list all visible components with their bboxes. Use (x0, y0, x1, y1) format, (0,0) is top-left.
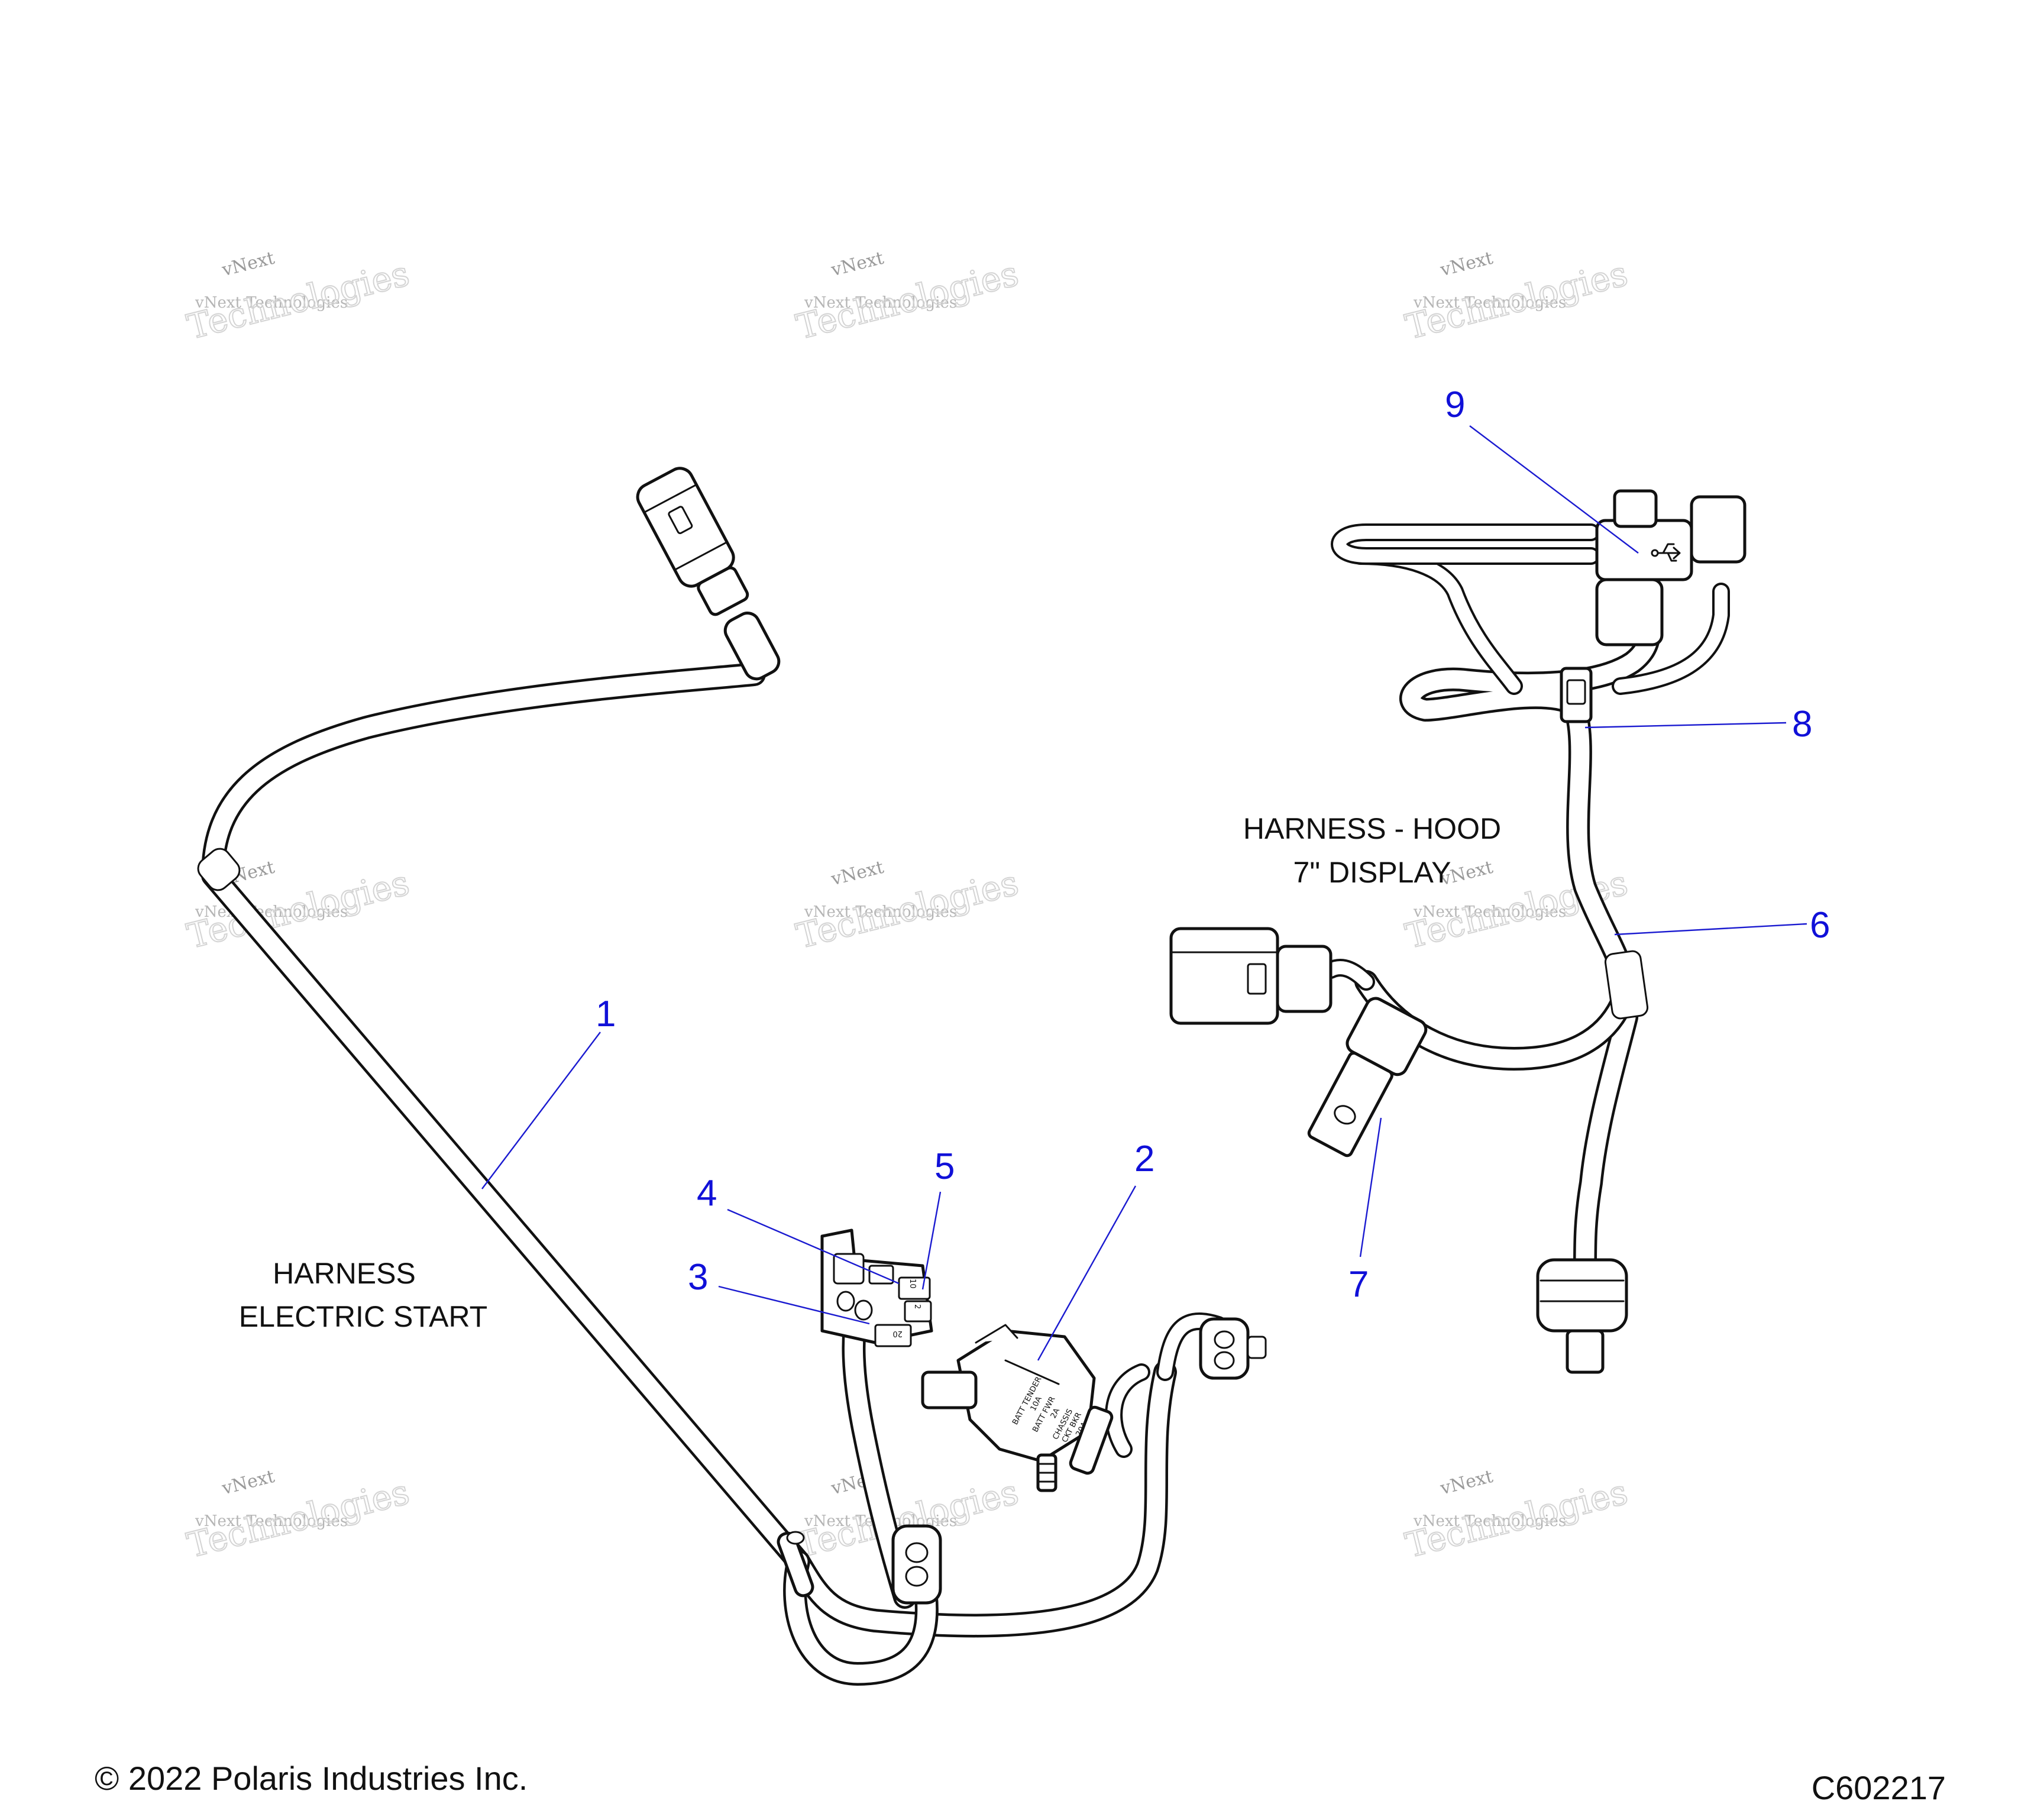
watermark-text: Technologies (1402, 1472, 1632, 1566)
group-label-line: HARNESS - HOOD (1243, 812, 1501, 845)
breaker-label: 2A (1049, 1407, 1062, 1420)
watermark-text: Technologies (793, 253, 1023, 347)
fuse-2: 2 (904, 1300, 932, 1323)
leader-line-8 (1584, 722, 1787, 729)
leader-line-9 (1469, 425, 1639, 554)
connector-7 (1307, 997, 1428, 1158)
watermark-text: vNext Technologies (1413, 1512, 1566, 1530)
usb-module (1595, 489, 1747, 646)
fuse-holder: 10 2 20 (820, 1228, 933, 1347)
leader-line-3 (718, 1285, 870, 1325)
lower-connector (891, 1524, 942, 1605)
fuse-10: 10 (898, 1276, 931, 1300)
watermark-text: Technologies (1402, 253, 1632, 347)
watermark-text: vNext (1438, 1466, 1495, 1499)
watermark-text: vNext (219, 248, 277, 281)
callout-3[interactable]: 3 (688, 1257, 708, 1298)
watermark-text: vNext Technologies (195, 903, 348, 921)
watermark-text: Technologies (183, 1472, 413, 1566)
callout-2[interactable]: 2 (1134, 1139, 1154, 1179)
harness-sleeve (197, 848, 241, 891)
callout-4[interactable]: 4 (697, 1173, 717, 1214)
watermark-text: vNext Technologies (804, 903, 957, 921)
callout-8[interactable]: 8 (1792, 704, 1812, 745)
group-label-line: ELECTRIC START (239, 1300, 487, 1333)
leader-line-7 (1359, 1117, 1382, 1257)
watermark: vNext vNext Technologies Technologies (792, 857, 1023, 957)
watermark-text: Technologies (793, 862, 1023, 956)
watermark-text: vNext (829, 248, 886, 281)
watermark: vNext vNext Technologies Technologies (183, 1466, 414, 1566)
watermark-text: vNext Technologies (1413, 903, 1566, 921)
callout-5[interactable]: 5 (934, 1146, 955, 1187)
leader-line-4 (727, 1208, 900, 1285)
usb-icon (1651, 543, 1681, 562)
diagram-code: C602217 (1812, 1769, 1946, 1806)
callout-6[interactable]: 6 (1810, 905, 1830, 946)
watermark-text: vNext Technologies (195, 294, 348, 312)
ring-terminal (777, 1531, 814, 1598)
watermark-text: Technologies (183, 253, 413, 347)
watermark-text: vNext (219, 1466, 277, 1499)
watermarks: vNext vNext Technologies Technologies vN… (183, 248, 1632, 1566)
hood-wire (1322, 547, 1730, 1278)
bottom-connector (1536, 1258, 1628, 1374)
display-connector (1169, 927, 1333, 1025)
group-label-hood-display: HARNESS - HOOD 7" DISPLAY (1243, 812, 1501, 889)
watermark-text: vNext Technologies (1413, 294, 1566, 312)
leader-line-6 (1614, 923, 1807, 936)
circuit-breaker-module: BATT TENDER 10A BATT FWR 2A CHASSIS CKT … (921, 1317, 1267, 1492)
hood-sleeve (1604, 950, 1649, 1020)
watermark: vNext vNext Technologies Technologies (183, 248, 414, 348)
watermark: vNext vNext Technologies Technologies (1401, 1466, 1632, 1566)
leader-line-5 (921, 1191, 942, 1290)
callouts: 1 2 3 4 5 6 7 8 9 (596, 384, 1830, 1305)
leader-line-1 (481, 1032, 601, 1189)
group-label-line: 7" DISPLAY (1293, 856, 1451, 889)
leader-lines (481, 425, 1807, 1361)
leader-line-2 (1037, 1185, 1137, 1361)
callout-1[interactable]: 1 (596, 994, 616, 1034)
watermark: vNext vNext Technologies Technologies (792, 248, 1023, 348)
watermark: vNext vNext Technologies Technologies (1401, 248, 1632, 348)
watermark-text: vNext Technologies (195, 1512, 348, 1530)
callout-9[interactable]: 9 (1445, 384, 1465, 425)
fuse-number: 10 (908, 1279, 917, 1289)
watermark-text: vNext Technologies (804, 294, 957, 312)
fuse-number: 20 (892, 1329, 903, 1338)
harness-electric-start (197, 467, 1227, 1686)
usb-loop-wire (1331, 523, 1600, 565)
watermark-text: vNext (1438, 248, 1495, 281)
fuse-20: 20 (874, 1324, 912, 1347)
group-label-electric-start: HARNESS ELECTRIC START (239, 1257, 487, 1333)
watermark-text: vNext (829, 857, 886, 890)
main-connector (636, 467, 781, 681)
group-label-line: HARNESS (273, 1257, 416, 1290)
clip-8 (1560, 667, 1593, 723)
fuse-number: 2 (913, 1304, 921, 1309)
callout-7[interactable]: 7 (1348, 1264, 1369, 1305)
harness-hood-display (1169, 489, 1747, 1374)
copyright-text: © 2022 Polaris Industries Inc. (95, 1760, 528, 1797)
